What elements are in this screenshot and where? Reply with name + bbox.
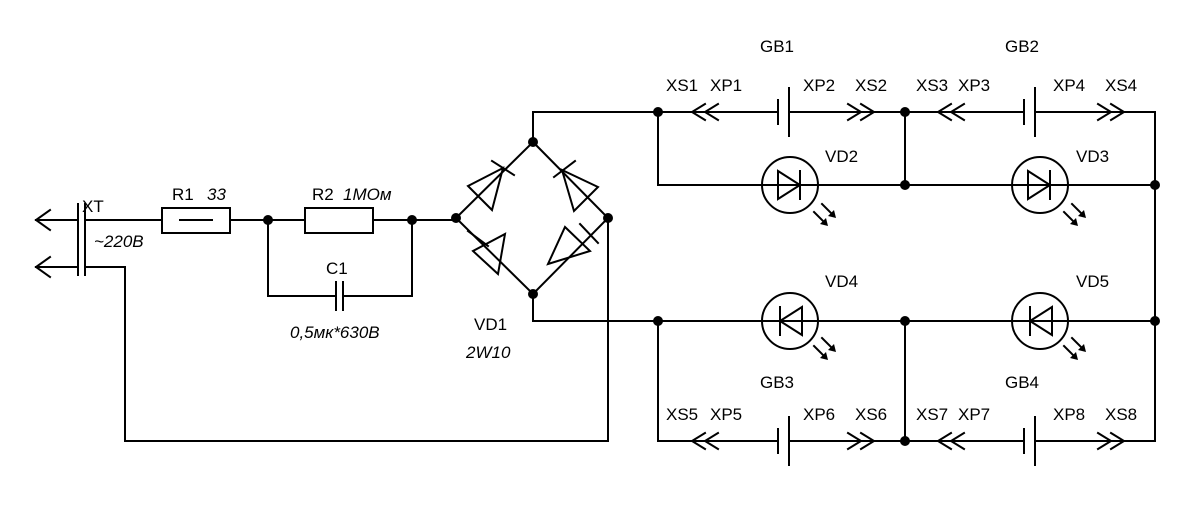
label-c1-value: 0,5мк*630В: [290, 323, 380, 342]
label-xp1: XP1: [710, 76, 742, 95]
label-r2-value: 1МОм: [343, 185, 392, 204]
label-xs5: XS5: [666, 405, 698, 424]
junction-dot: [1150, 180, 1160, 190]
led-vd3: [1011, 156, 1086, 226]
label-xs1: XS1: [666, 76, 698, 95]
junction-dot: [900, 180, 910, 190]
label-gb2: GB2: [1005, 37, 1039, 56]
label-xs4: XS4: [1105, 76, 1137, 95]
junction-dot: [451, 213, 461, 223]
junction-dot: [263, 215, 273, 225]
label-xp6: XP6: [803, 405, 835, 424]
label-xs6: XS6: [855, 405, 887, 424]
label-c1: C1: [326, 259, 348, 278]
label-vd5: VD5: [1076, 272, 1109, 291]
label-r1: R1: [172, 185, 194, 204]
label-vd1: VD1: [474, 315, 507, 334]
label-xp3: XP3: [958, 76, 990, 95]
junction-dot: [900, 436, 910, 446]
label-xp2: XP2: [803, 76, 835, 95]
junction-dot: [528, 137, 538, 147]
led-row-upper: [657, 111, 1156, 322]
led-vd5: [1011, 292, 1086, 360]
label-gb3: GB3: [760, 373, 794, 392]
resistor-r2: [304, 207, 457, 234]
junction-dot: [407, 215, 417, 225]
capacitor-c1: [267, 219, 413, 311]
label-mains: ~220В: [94, 232, 144, 251]
label-xs7: XS7: [916, 405, 948, 424]
label-vd1-value: 2W10: [465, 343, 511, 362]
label-vd3: VD3: [1076, 147, 1109, 166]
label-gb4: GB4: [1005, 373, 1039, 392]
label-xp4: XP4: [1053, 76, 1085, 95]
led-vd4: [761, 292, 836, 360]
label-r1-value: 33: [207, 185, 226, 204]
label-xt: XT: [82, 197, 104, 216]
resistor-r1: [161, 207, 306, 234]
label-vd4: VD4: [825, 272, 858, 291]
label-gb1: GB1: [760, 37, 794, 56]
label-xp8: XP8: [1053, 405, 1085, 424]
led-vd2: [761, 156, 836, 226]
label-xp7: XP7: [958, 405, 990, 424]
label-xp5: XP5: [710, 405, 742, 424]
label-xs3: XS3: [916, 76, 948, 95]
junction-dot: [528, 289, 538, 299]
junction-dot: [603, 213, 613, 223]
label-vd2: VD2: [825, 147, 858, 166]
label-r2: R2: [312, 185, 334, 204]
diode-bridge-vd1: [124, 111, 659, 442]
connector-xt: [34, 203, 163, 279]
label-xs8: XS8: [1105, 405, 1137, 424]
label-xs2: XS2: [855, 76, 887, 95]
top-rail: [657, 87, 1156, 137]
